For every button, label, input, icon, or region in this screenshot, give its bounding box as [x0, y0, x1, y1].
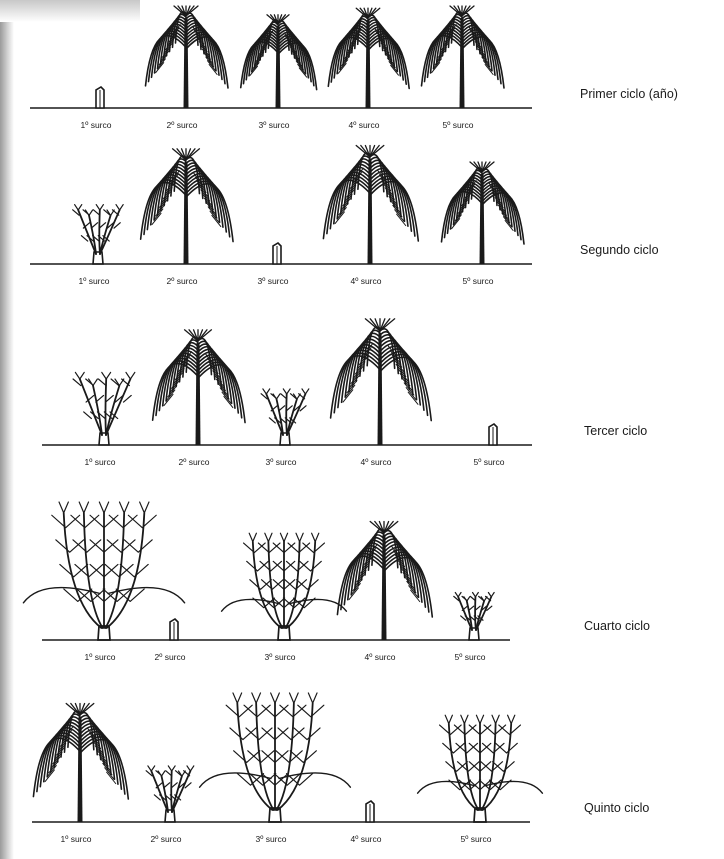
furrow-label: 5º surco: [463, 276, 494, 286]
furrow-label: 4º surco: [351, 834, 382, 844]
plant-sprout-icon: [73, 205, 124, 264]
cycle-label: Primer ciclo (año): [580, 87, 678, 101]
cycle-label: Quinto ciclo: [584, 801, 649, 815]
plant-stump-icon: [96, 87, 104, 108]
furrow-label: 1º surco: [85, 457, 116, 467]
plant-growing-icon: [200, 693, 351, 822]
furrow-label: 3º surco: [265, 652, 296, 662]
plant-mature-icon: [141, 149, 233, 264]
plant-mature-icon: [146, 6, 229, 108]
plant-mature-icon: [153, 330, 245, 445]
plant-mature-icon: [33, 704, 128, 823]
plant-mature-icon: [422, 6, 505, 108]
plant-mature-icon: [241, 15, 317, 108]
plant-mature-icon: [331, 319, 432, 445]
furrow-label: 2º surco: [179, 457, 210, 467]
furrow-label: 4º surco: [361, 457, 392, 467]
furrow-label: 5º surco: [474, 457, 505, 467]
furrow-label: 2º surco: [151, 834, 182, 844]
plant-mature-icon: [328, 8, 409, 108]
furrow-label: 4º surco: [365, 652, 396, 662]
plant-growing-icon: [222, 533, 347, 640]
cycle-label: Segundo ciclo: [580, 243, 659, 257]
plant-sprout-icon: [454, 592, 494, 640]
plant-stump-icon: [366, 801, 374, 822]
plant-growing-icon: [418, 715, 543, 822]
furrow-label: 4º surco: [351, 276, 382, 286]
furrow-label: 2º surco: [167, 276, 198, 286]
furrow-label: 5º surco: [461, 834, 492, 844]
plant-mature-icon: [337, 522, 432, 641]
plant-growing-icon: [23, 502, 184, 640]
furrow-label: 3º surco: [258, 276, 289, 286]
plant-sprout-icon: [146, 766, 194, 822]
furrow-label: 3º surco: [266, 457, 297, 467]
furrow-label: 1º surco: [85, 652, 116, 662]
cycle-row-5: 1º surco 2º surco 3º surco 4º surco 5º surco…: [32, 693, 649, 844]
cycle-label: Cuarto ciclo: [584, 619, 650, 633]
furrow-label: 3º surco: [256, 834, 287, 844]
plant-sprout-icon: [73, 372, 135, 445]
cycle-row-2: 1º surco 2º surco 3º surco 4º surco 5º surco…: [30, 146, 659, 287]
furrow-label: 2º surco: [155, 652, 186, 662]
furrow-label: 4º surco: [349, 120, 380, 130]
furrow-label: 5º surco: [443, 120, 474, 130]
furrow-label: 1º surco: [61, 834, 92, 844]
cycle-row-4: 1º surco 2º surco 3º surco 4º surco 5º surco…: [23, 502, 650, 662]
cycle-row-3: 1º surco 2º surco 3º surco 4º surco 5º surco…: [42, 319, 647, 467]
plant-sprout-icon: [261, 389, 309, 445]
furrow-label: 1º surco: [79, 276, 110, 286]
plant-stump-icon: [273, 243, 281, 264]
furrow-label: 1º surco: [81, 120, 112, 130]
furrow-label: 2º surco: [167, 120, 198, 130]
plant-mature-icon: [323, 146, 418, 265]
furrow-label: 3º surco: [259, 120, 290, 130]
plant-mature-icon: [442, 162, 525, 264]
cycle-label: Tercer ciclo: [584, 424, 647, 438]
plant-stump-icon: [489, 424, 497, 445]
cycle-row-1: 1º surco 2º surco 3º surco 4º surco 5º surco…: [30, 6, 678, 130]
furrow-label: 5º surco: [455, 652, 486, 662]
plant-stump-icon: [170, 619, 178, 640]
